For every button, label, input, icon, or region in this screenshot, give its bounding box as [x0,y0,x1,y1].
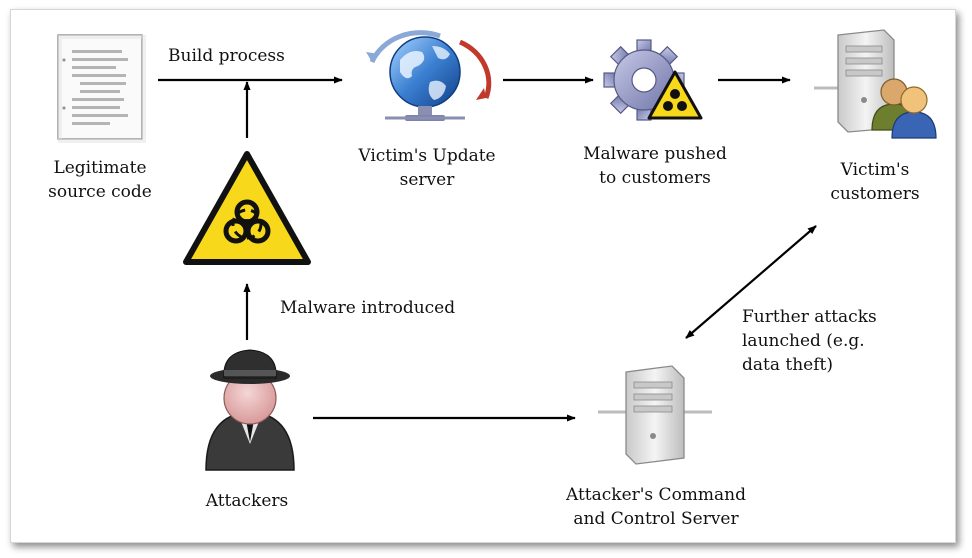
label-further-attacks: Further attacks launched (e.g. data thef… [742,307,877,375]
server-users-icon [814,29,937,139]
label-build-process: Build process [168,46,285,66]
label-malware-introduced: Malware introduced [280,298,456,318]
server-icon [598,365,712,465]
document-icon [57,34,146,143]
label-attackers: Attackers [205,491,289,511]
arrow-c2-customers-bidirectional [685,225,817,339]
gear-biohazard-icon [603,39,703,121]
label-update-server: Victim's Update server [358,146,496,190]
label-c2-server: Attacker's Command and Control Server [565,485,747,529]
globe-update-icon [366,30,492,121]
attacker-icon [205,349,295,471]
label-malware-pushed: Malware pushed to customers [583,144,727,188]
biohazard-warning-icon [183,151,311,265]
label-source-code: Legitimate source code [48,158,152,202]
label-customers: Victim's customers [830,160,920,204]
